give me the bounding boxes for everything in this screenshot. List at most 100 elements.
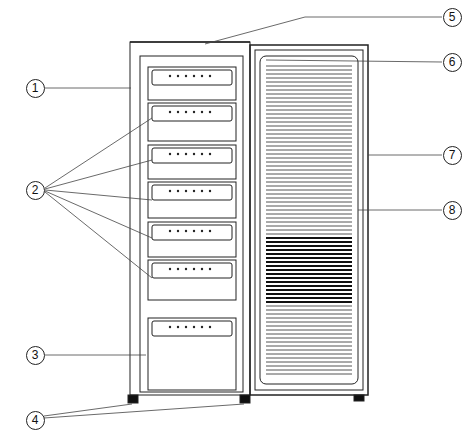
callout-number: 5	[443, 8, 462, 27]
leader-line	[45, 190, 152, 200]
grille-line	[266, 170, 352, 171]
grille-line	[266, 210, 352, 211]
door-liner	[260, 56, 358, 384]
grille-line	[266, 269, 352, 271]
grille-line	[266, 297, 352, 299]
drawer-dot	[209, 326, 211, 328]
drawer-dot	[185, 326, 187, 328]
grille-line	[266, 346, 352, 347]
drawer-dot	[177, 111, 179, 113]
grille-line	[266, 310, 352, 311]
drawer-dot	[209, 75, 211, 77]
grille-line	[266, 234, 352, 235]
drawer-front	[152, 70, 232, 85]
leader-lines	[44, 17, 442, 418]
grille-line	[266, 214, 352, 215]
grille-line	[266, 166, 352, 167]
drawer-dot	[193, 111, 195, 113]
callout-text: 6	[449, 56, 456, 68]
drawer-dot	[185, 111, 187, 113]
grille-line	[266, 322, 352, 323]
callout-number: 2	[26, 181, 45, 200]
drawer	[148, 260, 236, 300]
grille-line	[266, 241, 352, 243]
leader-line	[45, 191, 152, 238]
door-grille	[266, 66, 352, 374]
drawer-dot	[169, 268, 171, 270]
grille-line	[266, 102, 352, 103]
drawer-front	[152, 321, 232, 336]
grille-line	[266, 126, 352, 127]
drawer-dot	[185, 190, 187, 192]
drawer-dot	[209, 111, 211, 113]
callout-text: 8	[449, 204, 456, 216]
leader-line	[45, 118, 152, 188]
grille-line	[266, 106, 352, 107]
drawer-dot	[177, 190, 179, 192]
drawer-body	[148, 67, 236, 100]
drawer-front	[152, 225, 232, 240]
drawer-dot	[201, 190, 203, 192]
drawer-dot	[177, 75, 179, 77]
callout-number: 7	[443, 146, 462, 165]
grille-line	[266, 94, 352, 95]
grille-line	[266, 237, 352, 239]
grille-line	[266, 245, 352, 247]
grille-line	[266, 110, 352, 111]
drawer-dot	[169, 190, 171, 192]
grille-line	[266, 154, 352, 155]
grille-line	[266, 118, 352, 119]
grille-line	[266, 198, 352, 199]
grille-line	[266, 230, 352, 231]
grille-line	[266, 249, 352, 251]
grille-line	[266, 186, 352, 187]
grille-line	[266, 314, 352, 315]
drawer-dot	[201, 75, 203, 77]
callout-text: 2	[32, 184, 39, 196]
leader-line	[45, 192, 152, 278]
grille-line	[266, 150, 352, 151]
drawer-dot	[169, 111, 171, 113]
callout-number: 1	[26, 79, 45, 98]
grille-line	[266, 202, 352, 203]
callout-number: 4	[26, 411, 45, 430]
grille-line	[266, 226, 352, 227]
grille-line	[266, 289, 352, 291]
grille-line	[266, 277, 352, 279]
drawer-dot	[209, 190, 211, 192]
drawer	[148, 182, 236, 218]
grille-line	[266, 114, 352, 115]
grille-line	[266, 130, 352, 131]
grille-line	[266, 122, 352, 123]
grille-line	[266, 218, 352, 219]
drawer-dot	[209, 268, 211, 270]
cabinet-top	[130, 41, 250, 43]
grille-line	[266, 358, 352, 359]
drawer-body	[148, 103, 236, 141]
drawer-dot	[193, 75, 195, 77]
leader-line	[45, 88, 131, 89]
grille-line	[266, 146, 352, 147]
drawer-dot	[185, 230, 187, 232]
drawer-dot	[177, 230, 179, 232]
drawer-body	[148, 260, 236, 300]
leader-line	[44, 404, 244, 418]
grille-line	[266, 190, 352, 191]
leader-line	[266, 60, 442, 62]
grille-line	[266, 86, 352, 87]
grille-line	[266, 281, 352, 283]
grille-line	[266, 142, 352, 143]
drawer-dot	[193, 153, 195, 155]
leader-line	[205, 17, 442, 44]
drawer-dot	[169, 230, 171, 232]
callout-text: 7	[449, 149, 456, 161]
drawer-dot	[177, 268, 179, 270]
grille-line	[266, 98, 352, 99]
drawer-body	[148, 222, 236, 257]
grille-line	[266, 158, 352, 159]
drawer-dot	[193, 326, 195, 328]
grille-line	[266, 78, 352, 79]
grille-line	[266, 326, 352, 327]
callout-text: 4	[32, 414, 39, 426]
